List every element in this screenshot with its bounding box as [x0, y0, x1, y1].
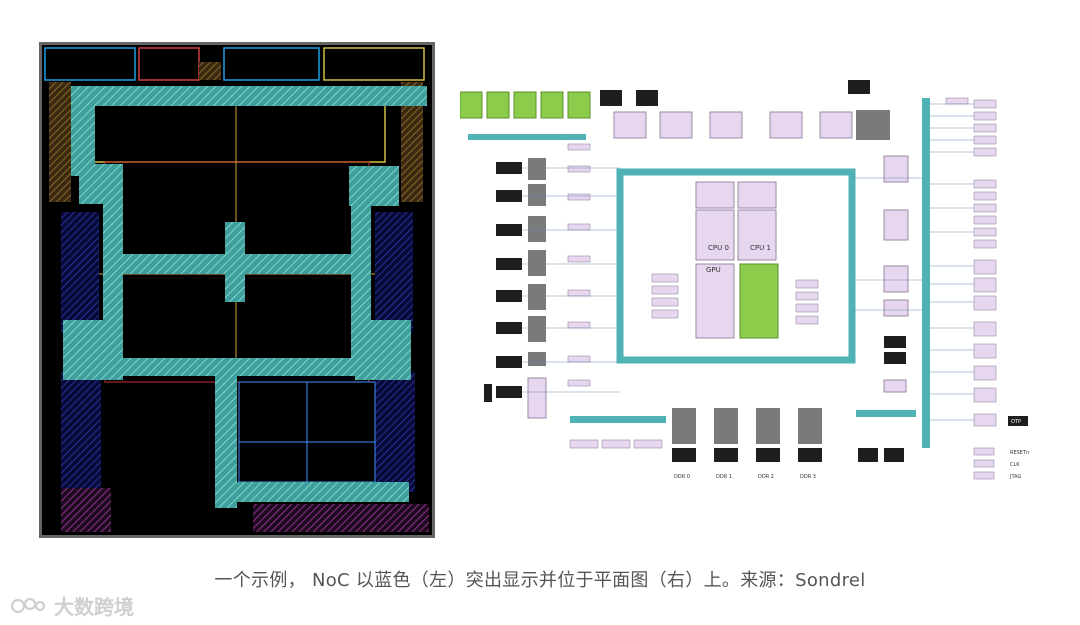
cpu1-label: CPU 1 [750, 244, 771, 252]
cpu0-label: CPU 0 [708, 244, 729, 252]
bottom-left-block [61, 488, 111, 532]
noc-interconnect [63, 86, 427, 508]
bottom-right-block [253, 504, 429, 532]
left-phy-column [484, 158, 547, 419]
left-lower-blue-block [61, 372, 101, 492]
right-blue-block [375, 212, 413, 332]
otp-label: OTP [1011, 419, 1021, 425]
ddr1-label: DDR 1 [716, 474, 732, 480]
right-peripheral-column: OTP RESETn CLK JTAG [852, 97, 1029, 480]
floorplan-die-image [39, 42, 435, 538]
ddr0-label: DDR 0 [674, 474, 690, 480]
misc-label-2: JTAG [1009, 474, 1021, 480]
top-green-blocks [460, 90, 658, 140]
watermark: 大数跨境 [10, 592, 134, 619]
misc-label-0: RESETn [1010, 450, 1029, 456]
ddr-area: DDR 0 DDR 1 DDR 2 DDR 3 [569, 408, 916, 480]
gpu-label: GPU [706, 266, 721, 274]
noc-ring [616, 168, 856, 364]
ddr2-label: DDR 2 [758, 474, 774, 480]
figure-caption: 一个示例， NoC 以蓝色（左）突出显示并位于平面图（右）上。来源：Sondre… [214, 570, 866, 591]
cpu-cluster: CPU 0 CPU 1 GPU [651, 181, 819, 339]
watermark-logo-icon [10, 597, 46, 614]
top-router-row [613, 80, 890, 140]
left-connectors [522, 143, 620, 393]
top-edge-blocks [44, 47, 425, 81]
right-edge-pads [401, 82, 423, 202]
right-lower-blue-block [375, 372, 415, 492]
left-edge-pads [49, 82, 71, 202]
misc-label-1: CLK [1010, 462, 1020, 468]
green-accelerator-block [739, 263, 779, 339]
left-blue-block [61, 212, 99, 332]
noc-block-diagram: .lbl { font-family: "DejaVu Sans", sans-… [460, 80, 1029, 480]
watermark-text: 大数跨境 [54, 594, 134, 619]
ddr3-label: DDR 3 [800, 474, 816, 480]
